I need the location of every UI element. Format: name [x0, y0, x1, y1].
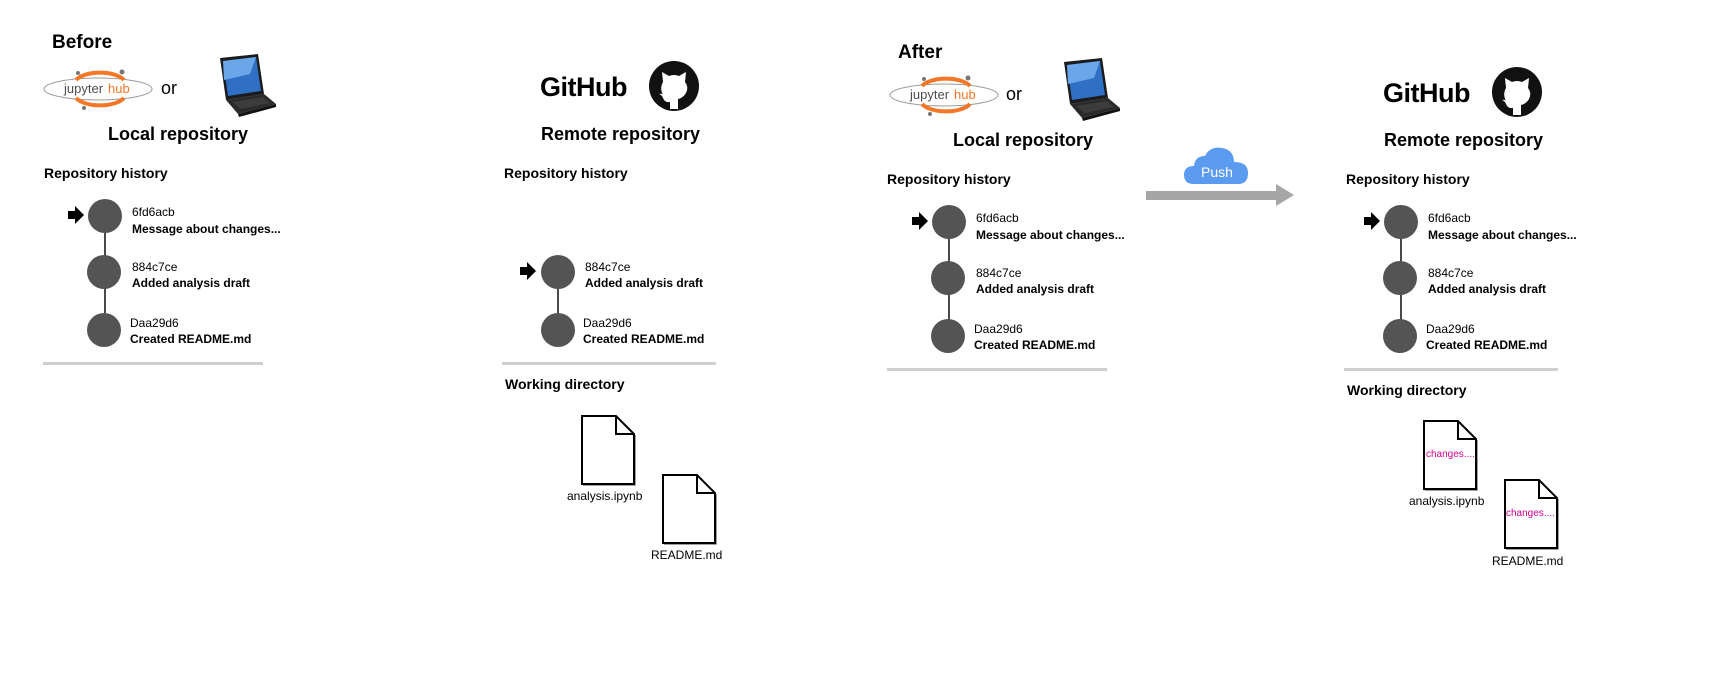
github-wordmark: GitHub [1383, 78, 1470, 108]
push-label: Push [1201, 164, 1233, 180]
commit-hash: 884c7ce [585, 260, 631, 274]
laptop-icon [214, 54, 276, 120]
commit-node [1383, 261, 1417, 295]
file-icon [661, 473, 717, 550]
file-change-text: changes.... [1426, 449, 1475, 460]
file-name: analysis.ipynb [567, 489, 643, 503]
repo-history-label: Repository history [887, 171, 1011, 187]
commit-message: Message about changes... [132, 222, 281, 236]
github-octocat-icon [648, 60, 700, 117]
local-repo-title: Local repository [108, 124, 249, 144]
file-name: analysis.ipynb [1409, 494, 1485, 508]
commit-hash: Daa29d6 [1426, 322, 1475, 336]
file-name: README.md [1492, 554, 1564, 568]
commit-hash: 6fd6acb [132, 205, 175, 219]
commit-node [932, 205, 966, 239]
laptop-icon [1058, 58, 1120, 124]
github-octocat-icon [1491, 66, 1543, 123]
commit-node [931, 261, 965, 295]
head-pointer-icon [912, 212, 928, 235]
jupyterhub-logo: jupyter hub [42, 64, 154, 114]
file-name: README.md [651, 548, 723, 562]
commit-node [541, 255, 575, 289]
commit-node [541, 313, 575, 347]
github-wordmark: GitHub [540, 72, 627, 102]
repo-history-label: Repository history [44, 165, 168, 181]
commit-message: Added analysis draft [976, 282, 1095, 296]
jupyterhub-logo: jupyter hub [888, 70, 1000, 120]
svg-text:hub: hub [954, 87, 976, 102]
commit-hash: Daa29d6 [974, 322, 1023, 336]
file-icon [1503, 478, 1559, 555]
commit-message: Added analysis draft [1428, 282, 1547, 296]
svg-text:jupyter: jupyter [63, 81, 104, 96]
commit-hash: 884c7ce [976, 266, 1022, 280]
commit-node [1384, 205, 1418, 239]
commit-message: Added analysis draft [132, 276, 251, 290]
commit-node [931, 319, 965, 353]
repo-history-label: Repository history [1346, 171, 1470, 187]
or-label: or [161, 78, 178, 98]
local-repo-title: Local repository [953, 130, 1094, 150]
commit-hash: Daa29d6 [583, 316, 632, 330]
commit-message: Created README.md [1426, 338, 1548, 352]
commit-node [1383, 319, 1417, 353]
commit-message: Created README.md [974, 338, 1096, 352]
or-label: or [1006, 84, 1023, 104]
history-line [557, 272, 559, 330]
file-icon [580, 414, 636, 491]
commit-node [87, 313, 121, 347]
commit-message: Message about changes... [976, 228, 1125, 242]
cloud-icon [1182, 144, 1250, 191]
working-directory-label: Working directory [505, 376, 625, 392]
file-change-text: changes.... [1506, 508, 1555, 519]
head-pointer-icon [1364, 212, 1380, 235]
divider [43, 362, 263, 365]
repo-history-label: Repository history [504, 165, 628, 181]
commit-hash: 884c7ce [132, 260, 178, 274]
commit-message: Added analysis draft [585, 276, 704, 290]
commit-hash: 6fd6acb [976, 211, 1019, 225]
divider [887, 368, 1107, 371]
push-arrow-icon [1146, 183, 1296, 212]
divider [502, 362, 716, 365]
remote-repo-title: Remote repository [541, 124, 701, 144]
head-pointer-icon [520, 262, 536, 285]
divider [1344, 368, 1558, 371]
commit-node [87, 255, 121, 289]
after-heading: After [898, 42, 943, 63]
remote-repo-title: Remote repository [1384, 130, 1544, 150]
svg-text:hub: hub [108, 81, 130, 96]
working-directory-label: Working directory [1347, 382, 1467, 398]
commit-hash: 884c7ce [1428, 266, 1474, 280]
commit-message: Message about changes... [1428, 228, 1577, 242]
commit-hash: 6fd6acb [1428, 211, 1471, 225]
commit-message: Created README.md [583, 332, 705, 346]
commit-message: Created README.md [130, 332, 252, 346]
commit-node [88, 199, 122, 233]
commit-hash: Daa29d6 [130, 316, 179, 330]
svg-text:jupyter: jupyter [909, 87, 950, 102]
head-pointer-icon [68, 206, 84, 229]
before-heading: Before [52, 32, 113, 53]
file-icon [1422, 419, 1478, 496]
